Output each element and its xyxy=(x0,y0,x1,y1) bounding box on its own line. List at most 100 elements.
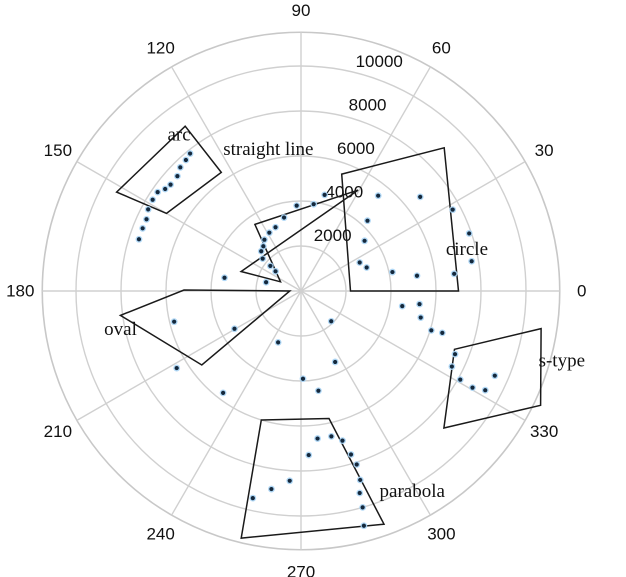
parabola-box xyxy=(240,417,386,539)
angle-tick-label-60: 60 xyxy=(432,38,451,57)
straight-line-point-7 xyxy=(262,237,267,242)
s-type-label: s-type xyxy=(539,350,585,371)
parabola-point-12 xyxy=(360,505,365,510)
straight-line-point-4 xyxy=(281,215,287,220)
circle-point-12 xyxy=(365,218,370,223)
grid-spoke-30 xyxy=(300,161,526,292)
arc-point-8 xyxy=(150,197,155,202)
s-type-point-10 xyxy=(483,388,488,393)
parabola-point-7 xyxy=(340,438,345,443)
angle-tick-label-120: 120 xyxy=(146,38,174,57)
circle-point-7 xyxy=(414,273,420,278)
circle-point-2 xyxy=(418,194,423,199)
circle-point-1 xyxy=(376,193,381,198)
arc-point-9 xyxy=(146,207,151,212)
arc-point-2 xyxy=(183,157,189,163)
s-type-point-2 xyxy=(417,301,422,307)
grid-spoke-150 xyxy=(76,161,302,292)
arc-point-5 xyxy=(168,182,173,187)
parabola-point-11 xyxy=(357,490,362,496)
straight-line-point-2 xyxy=(311,202,316,207)
oval-label: oval xyxy=(104,319,137,340)
arc-point-7 xyxy=(155,190,160,195)
parabola-point-4 xyxy=(306,452,311,458)
parabola-point-5 xyxy=(315,436,320,441)
oval-point-3 xyxy=(300,376,306,381)
parabola-point-3 xyxy=(250,495,255,501)
oval-point-7 xyxy=(221,390,226,395)
straight-line-point-5 xyxy=(273,225,278,230)
radial-tick-label-10000: 10000 xyxy=(356,52,403,71)
parabola-point-9 xyxy=(354,462,359,467)
radial-tick-label-2000: 2000 xyxy=(314,226,352,245)
straight-line-point-12 xyxy=(273,269,278,274)
circle-point-3 xyxy=(450,207,455,212)
s-type-point-8 xyxy=(458,377,463,382)
circle-point-11 xyxy=(362,238,367,243)
s-type-point-4 xyxy=(429,328,434,333)
angle-tick-label-90: 90 xyxy=(292,1,311,20)
circle-point-9 xyxy=(364,265,369,270)
oval-point-8 xyxy=(174,365,179,371)
circle-point-5 xyxy=(469,259,474,264)
circle-point-4 xyxy=(467,231,472,236)
circle-box xyxy=(340,146,460,292)
radial-tick-label-6000: 6000 xyxy=(337,139,375,158)
radial-tick-label-4000: 4000 xyxy=(325,183,363,202)
parabola-point-13 xyxy=(361,523,366,528)
circle-point-8 xyxy=(390,269,395,275)
grid-spoke-60 xyxy=(300,66,431,292)
s-type-box xyxy=(443,327,542,429)
oval-point-9 xyxy=(172,319,177,324)
oval-box xyxy=(118,289,292,366)
straight-line-point-1 xyxy=(322,192,327,197)
parabola-point-8 xyxy=(348,452,354,457)
grid-spoke-120 xyxy=(171,66,302,292)
angle-tick-label-240: 240 xyxy=(146,525,174,544)
circle-point-6 xyxy=(452,271,457,276)
oval-point-5 xyxy=(333,359,338,365)
s-type-point-5 xyxy=(440,330,445,335)
s-type-point-11 xyxy=(492,373,497,378)
oval-point-4 xyxy=(316,388,321,393)
parabola-point-1 xyxy=(287,478,292,483)
straight-line-point-6 xyxy=(267,230,272,235)
angle-tick-label-300: 300 xyxy=(427,525,455,544)
oval-point-11 xyxy=(263,280,269,285)
straight-line-point-3 xyxy=(294,203,299,208)
parabola-point-6 xyxy=(329,434,334,439)
straight-line-label: straight line xyxy=(223,139,313,160)
straight-line-point-10 xyxy=(260,256,265,261)
arc-box xyxy=(115,125,223,215)
arc-point-6 xyxy=(163,186,168,192)
radial-tick-label-8000: 8000 xyxy=(349,96,387,115)
angle-tick-label-150: 150 xyxy=(44,141,72,160)
data-points xyxy=(135,150,499,530)
arc-point-10 xyxy=(144,217,149,222)
arc-point-1 xyxy=(187,151,193,156)
straight-line-point-11 xyxy=(268,263,273,269)
circle-label: circle xyxy=(446,239,488,260)
angle-tick-label-330: 330 xyxy=(530,422,558,441)
grid-spoke-240 xyxy=(171,290,302,516)
arc-point-4 xyxy=(175,174,180,179)
oval-point-1 xyxy=(232,326,237,331)
polar-grid xyxy=(41,31,561,551)
grid-spoke-300 xyxy=(300,290,431,516)
straight-line-box xyxy=(239,189,359,283)
straight-line-point-8 xyxy=(261,244,266,249)
arc-point-12 xyxy=(136,237,142,242)
s-type-point-1 xyxy=(400,304,405,309)
oval-point-2 xyxy=(276,340,281,345)
circle-point-10 xyxy=(357,260,362,265)
angle-tick-label-180: 180 xyxy=(6,282,34,301)
oval-point-6 xyxy=(329,319,334,324)
s-type-point-6 xyxy=(452,352,458,357)
s-type-point-9 xyxy=(470,385,475,390)
parabola-label: parabola xyxy=(380,481,446,502)
arc-point-3 xyxy=(178,165,183,170)
straight-line-point-9 xyxy=(259,249,264,254)
